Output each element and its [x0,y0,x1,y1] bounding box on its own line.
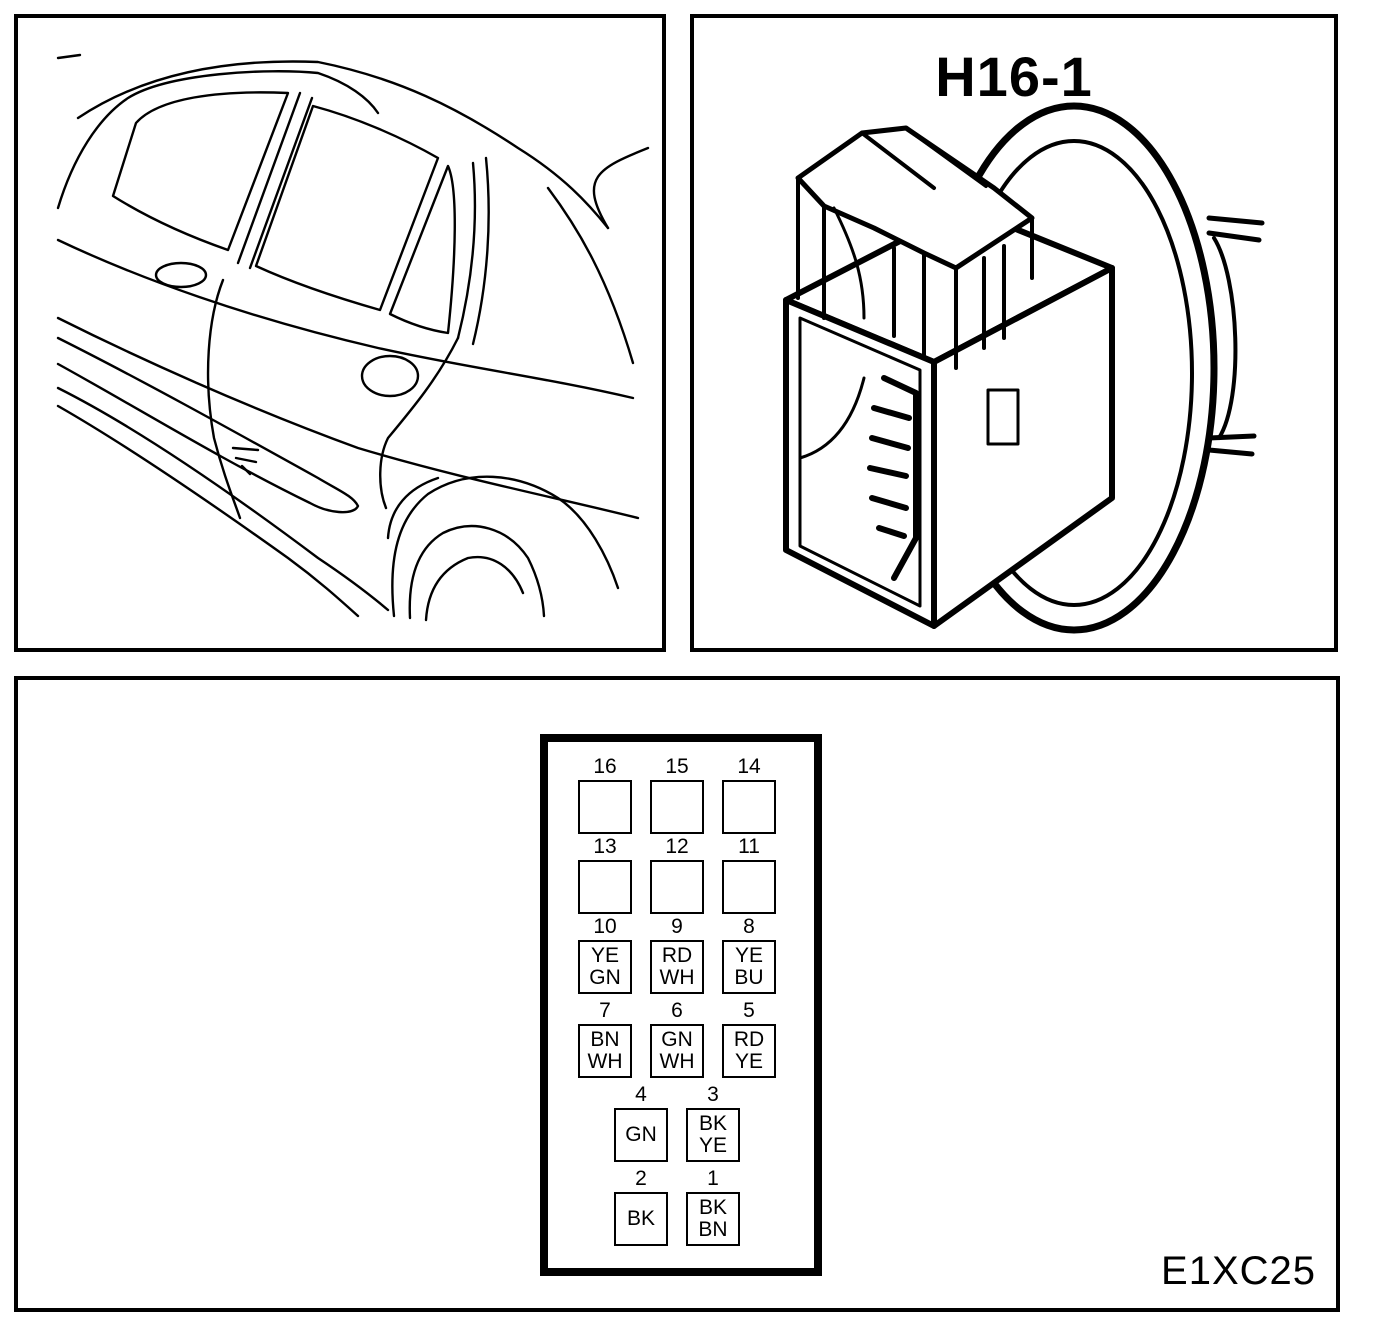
connector-view-panel: H16-1 [690,14,1338,652]
pin-16: 16 [578,756,632,834]
pin-wire-color: YE [590,944,619,967]
pin-wire-color: YE [734,944,763,967]
pin-number: 7 [599,999,611,1022]
connector-id-label: H16-1 [935,45,1093,108]
pin-wire-color: BK [626,1207,655,1230]
pin-number: 12 [665,835,689,858]
pin-wire-color: GN [589,966,621,989]
pin-wire-color: WH [659,966,695,989]
pin-number: 11 [738,835,760,858]
pin-wire-color: WH [587,1050,623,1073]
pin-13: 13 [578,836,632,914]
pin-wire-color: GN [661,1028,693,1051]
pin-wire-color: BN [590,1028,620,1051]
connector-housing-drawing [783,102,1265,634]
pin-wire-color: YE [734,1050,763,1073]
pin-wire-color: BN [698,1218,728,1241]
car-rear-quarter-drawing [56,53,650,622]
pin-12: 12 [650,836,704,914]
pin-number: 15 [665,755,689,778]
pin-wire-color: RD [733,1028,765,1051]
pin-number: 8 [743,915,755,938]
pin-wire-color: GN [625,1123,657,1146]
pin-number: 9 [671,915,683,938]
pin-number: 10 [593,915,617,938]
pin-wire-color: BU [734,966,764,989]
pin-number: 2 [635,1167,647,1190]
pin-number: 4 [635,1083,647,1106]
pin-wire-color: WH [659,1050,695,1073]
pin-wire-color: BK [698,1196,727,1219]
pin-wire-color: BK [698,1112,727,1135]
vehicle-location-panel [14,14,666,652]
pin-11: 11 [722,836,776,914]
pin-number: 14 [737,755,761,778]
pin-number: 13 [593,835,617,858]
pin-number: 5 [743,999,755,1022]
pin-number: 16 [593,755,617,778]
pin-15: 15 [650,756,704,834]
pin-number: 1 [707,1167,719,1190]
figure-code: E1XC25 [1161,1249,1316,1293]
pin-number: 6 [671,999,683,1022]
pin-14: 14 [722,756,776,834]
pin-wire-color: YE [698,1134,727,1157]
pin-wire-color: RD [661,944,693,967]
pin-number: 3 [707,1083,719,1106]
